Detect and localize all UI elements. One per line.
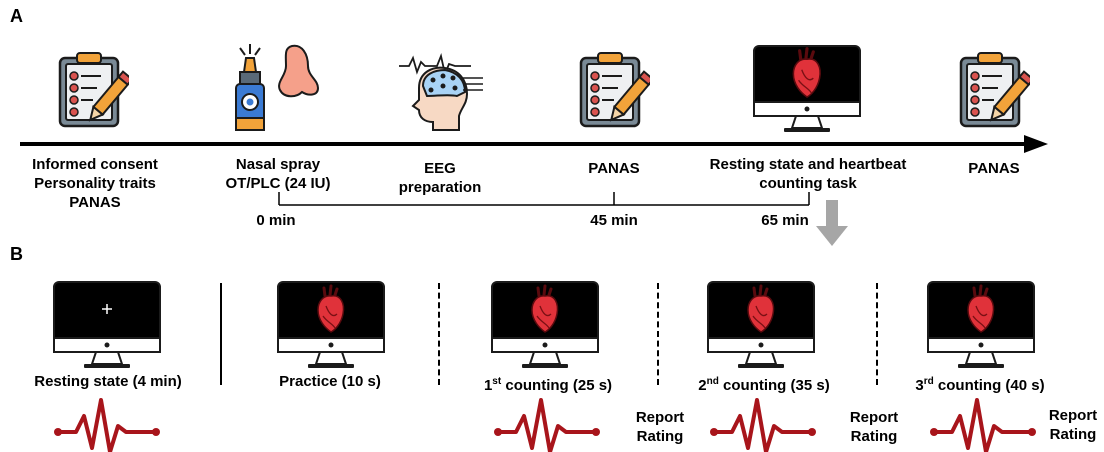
- clipboard-icon: [959, 52, 1030, 128]
- monitor-heart-icon: [277, 281, 385, 369]
- time-45: 45 min: [590, 212, 638, 229]
- step-4-label: PANAS: [588, 160, 640, 177]
- heartbeat-icon: [930, 398, 1036, 452]
- clipboard-icon: [579, 52, 650, 128]
- screen-label-practice: Practice (10 s): [279, 373, 381, 390]
- monitor-heart-icon: [707, 281, 815, 369]
- down-arrow-icon: [816, 200, 848, 246]
- eeg-head-icon: [399, 52, 483, 131]
- nasal-spray-icon: [235, 44, 320, 131]
- panel-a-label: A: [10, 6, 23, 26]
- time-0: 0 min: [256, 212, 296, 229]
- separator-dashed: [657, 283, 659, 385]
- time-bracket: [278, 192, 810, 206]
- monitor-heart-icon: [753, 45, 861, 133]
- separator-solid: [220, 283, 222, 385]
- separator-dashed: [438, 283, 440, 385]
- screen-label-count-2: 2nd counting (35 s): [698, 376, 830, 394]
- heartbeat-icon: [494, 398, 600, 452]
- step-3-label: EEG preparation: [398, 160, 482, 196]
- panel-b-label: B: [10, 244, 23, 264]
- screen-label-count-3: 3rd counting (40 s): [915, 376, 1045, 394]
- time-65: 65 min: [761, 212, 809, 229]
- screen-label-rest: Resting state (4 min): [34, 373, 182, 390]
- heartbeat-icon: [710, 398, 816, 452]
- step-2-label: Nasal spray OT/PLC (24 IU): [225, 156, 331, 192]
- heartbeat-icon: [54, 398, 160, 452]
- step-1-label: Informed consent Personality traits PANA…: [32, 156, 158, 211]
- step-6-label: PANAS: [968, 160, 1020, 177]
- timeline-arrow: [20, 135, 1048, 153]
- separator-dashed: [876, 283, 878, 385]
- screen-label-count-1: 1st counting (25 s): [483, 376, 613, 394]
- clipboard-icon: [58, 52, 129, 128]
- monitor-fixation-icon: [53, 281, 161, 369]
- step-5-label: Resting state and heartbeat counting tas…: [709, 156, 907, 192]
- monitor-heart-icon: [491, 281, 599, 369]
- monitor-heart-icon: [927, 281, 1035, 369]
